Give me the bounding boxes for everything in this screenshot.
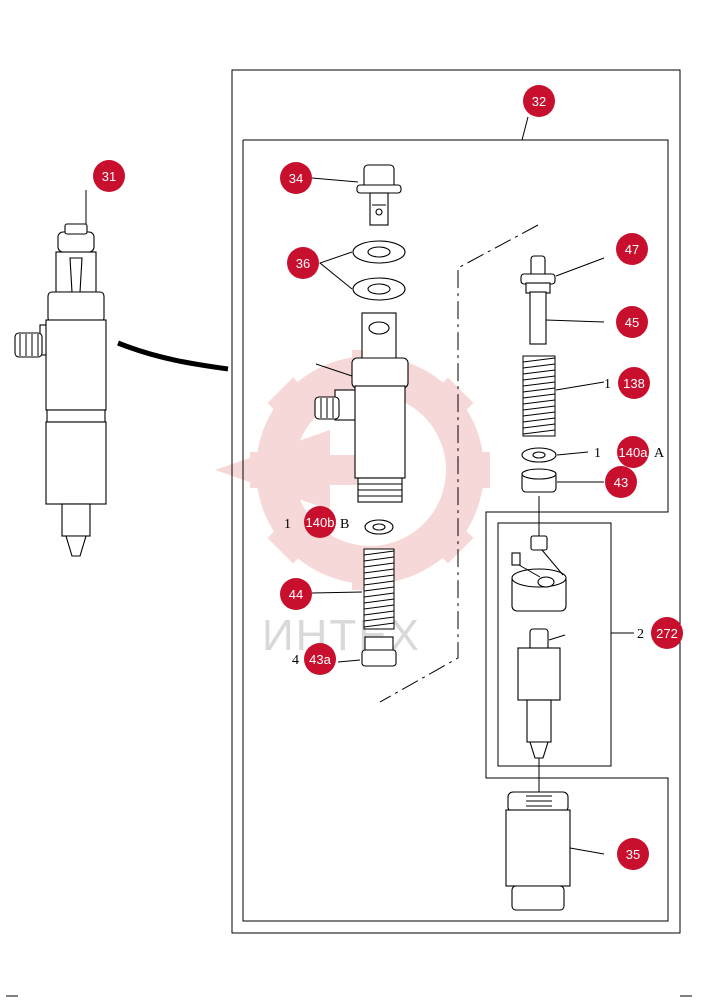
callout-31[interactable]: 31 [93,160,125,192]
callout-47[interactable]: 47 [616,233,648,265]
part-washers [352,240,406,301]
svg-text:140b: 140b [306,515,335,530]
svg-text:138: 138 [623,376,645,391]
callout-34[interactable]: 34 [280,162,312,194]
suffix-140a: A [654,446,665,461]
callout-140b[interactable]: 140b [304,506,336,538]
assembly-frames [231,69,681,934]
svg-text:43a: 43a [309,652,331,667]
qty-138: 1 [604,377,611,392]
svg-text:36: 36 [296,256,310,271]
watermark-text: ИНТЕХ [262,611,421,660]
part-banjo-bolt [356,164,402,226]
part-injector-body [314,312,409,503]
part-spacer-43a [361,636,397,667]
callout-32[interactable]: 32 [523,85,555,117]
svg-text:44: 44 [289,587,303,602]
callout-44[interactable]: 44 [280,578,312,610]
callout-35[interactable]: 35 [617,838,649,870]
qty-272: 2 [637,627,644,642]
callout-45[interactable]: 45 [616,306,648,338]
part-spring-138 [522,355,556,437]
qty-140a: 1 [594,446,601,461]
svg-text:35: 35 [626,847,640,862]
svg-text:31: 31 [102,169,116,184]
svg-text:47: 47 [625,242,639,257]
svg-text:140a: 140a [619,445,649,460]
part-nozzle-nut-35 [505,791,571,911]
part-needle-47 [520,255,556,345]
callout-138[interactable]: 138 [618,367,650,399]
part-spring-44 [363,548,395,630]
callout-140a[interactable]: 140a [617,436,649,468]
injector-assembly [14,223,107,557]
callout-272[interactable]: 272 [651,617,683,649]
callout-43[interactable]: 43 [605,466,637,498]
callout-43a[interactable]: 43a [304,643,336,675]
part-ring-43 [521,468,557,493]
qty-43a: 4 [292,653,299,668]
part-washer-140b [364,519,394,535]
svg-text:34: 34 [289,171,303,186]
suffix-140b: B [340,517,349,532]
part-nozzle-272 [511,496,634,796]
svg-text:43: 43 [614,475,628,490]
svg-text:45: 45 [625,315,639,330]
svg-text:272: 272 [656,626,678,641]
svg-text:32: 32 [532,94,546,109]
fuel-pipe [117,340,229,372]
callout-36[interactable]: 36 [287,247,319,279]
part-washer-140a [521,447,557,463]
qty-140b: 1 [284,517,291,532]
